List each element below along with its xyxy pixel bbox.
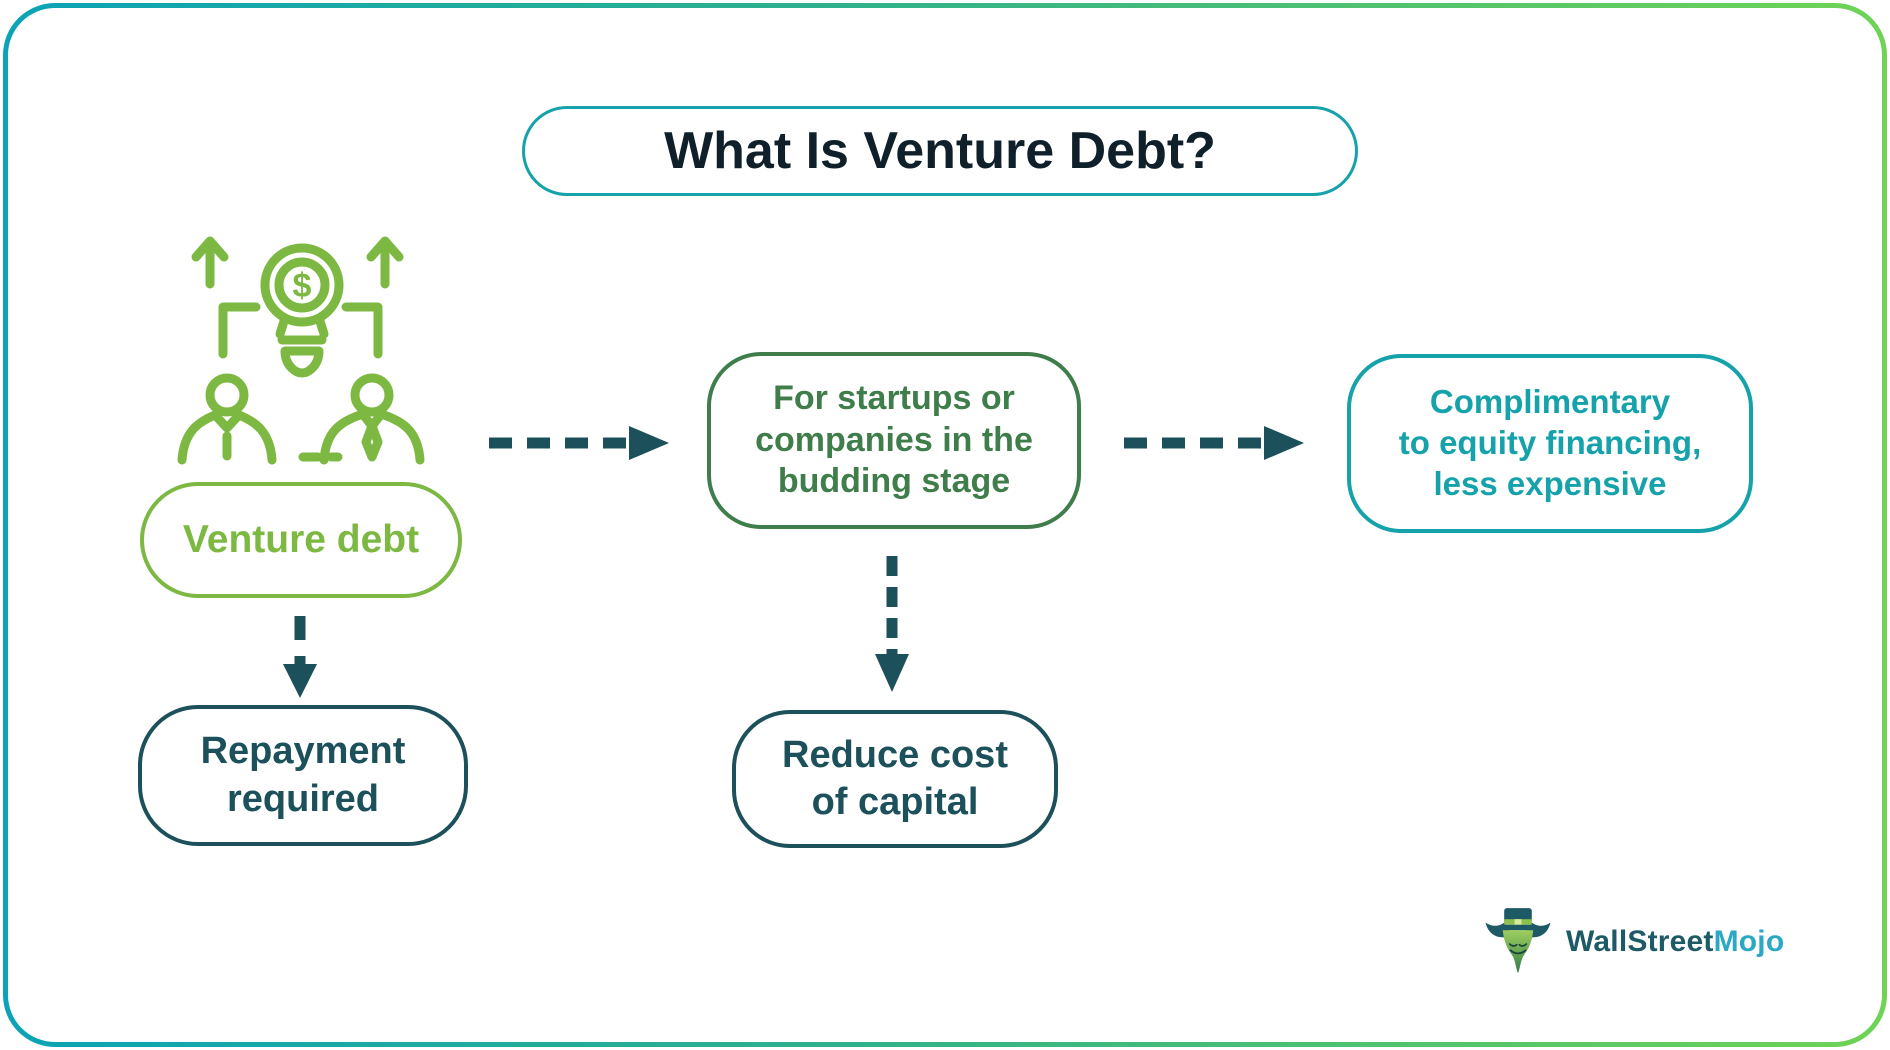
- startups-line: budding stage: [777, 462, 1011, 501]
- reduce-cost-line: of capital: [811, 781, 979, 823]
- startups-line: companies in the: [755, 420, 1033, 459]
- complimentary-line: Complimentary: [1429, 383, 1671, 421]
- repayment-line: required: [226, 777, 380, 820]
- startups-box: For startups or companies in the budding…: [707, 352, 1081, 529]
- logo-text-wallstreet: WallStreet: [1566, 925, 1714, 958]
- logo-wordmark: WallStreetMojo: [1566, 925, 1784, 959]
- venture-debt-box: Venture debt: [140, 482, 462, 598]
- complimentary-line: less expensive: [1433, 464, 1667, 502]
- person-right-icon: [350, 373, 394, 417]
- dollar-symbol: $: [293, 267, 312, 305]
- page-title: What Is Venture Debt?: [522, 106, 1358, 196]
- repayment-required-box: Repayment required: [138, 705, 468, 846]
- repayment-line: Repayment: [200, 730, 406, 772]
- page-title-text: What Is Venture Debt?: [664, 122, 1216, 180]
- venture-debt-label: Venture debt: [182, 518, 420, 561]
- dashed-arrow-right-icon: [1124, 426, 1304, 460]
- dashed-arrow-right-icon: [489, 426, 669, 460]
- wallstreetmojo-logo: WallStreetMojo: [1482, 902, 1784, 982]
- logo-text-mojo: Mojo: [1713, 925, 1785, 958]
- reduce-cost-line: Reduce cost: [782, 733, 1008, 776]
- dashed-arrow-down-icon: [283, 616, 317, 698]
- person-left-icon: [205, 373, 249, 417]
- lightbulb-icon: [260, 243, 344, 327]
- reduce-cost-box: Reduce cost of capital: [732, 710, 1058, 848]
- bull-mascot-icon: [1485, 908, 1551, 974]
- complimentary-box: Complimentary to equity financing, less …: [1347, 354, 1753, 533]
- people-lightbulb-dollar-icon: $: [177, 236, 425, 465]
- startups-line: For startups or: [773, 379, 1015, 418]
- dashed-arrow-down-icon: [875, 556, 909, 692]
- complimentary-line: to equity financing,: [1398, 424, 1702, 462]
